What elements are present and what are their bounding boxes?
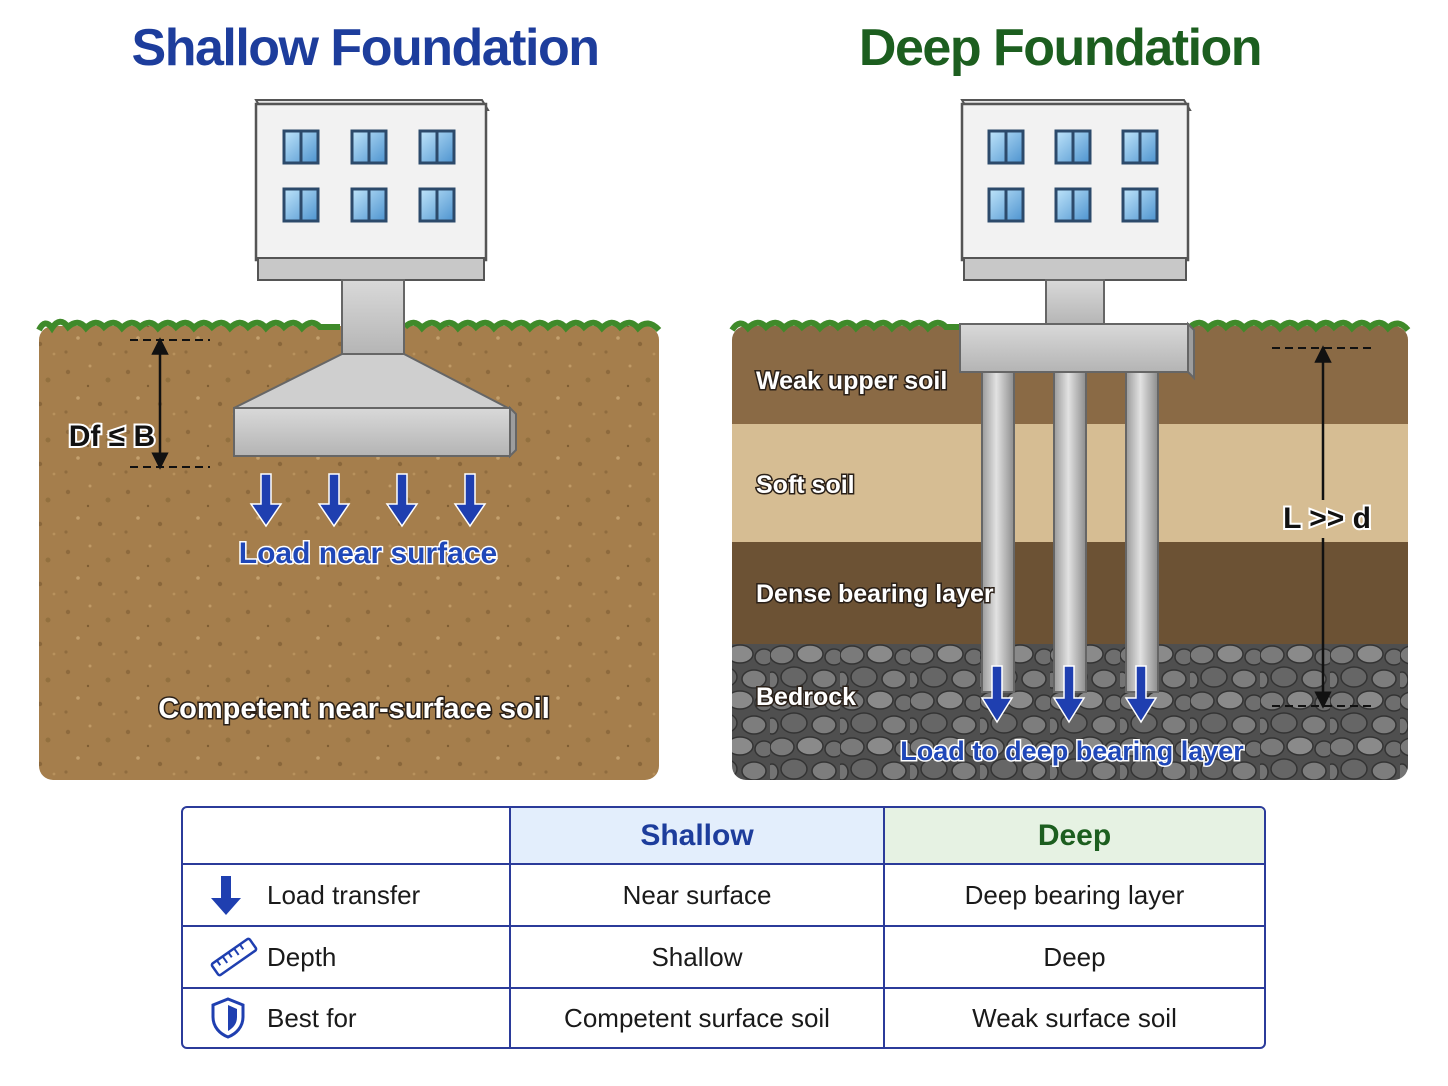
- layer-label-soft-soil: Soft soil: [756, 471, 855, 499]
- layer-label-bedrock: Bedrock: [756, 683, 856, 711]
- shallow-best-for: Competent surface soil: [511, 989, 885, 1047]
- shallow-foundation-title: Shallow Foundation: [131, 19, 600, 77]
- deep-foundation-title: Deep Foundation: [858, 19, 1263, 77]
- table-row: Best for Competent surface soil Weak sur…: [183, 989, 1264, 1047]
- shallow-footing: [233, 279, 517, 459]
- ruler-icon: [209, 935, 267, 979]
- row-label-cell: Load transfer: [183, 865, 511, 925]
- row-label-depth: Depth: [267, 941, 337, 972]
- deep-load-transfer: Deep bearing layer: [964, 879, 1185, 910]
- comparison-table: Shallow Deep Load transfer Near surface …: [181, 806, 1266, 1049]
- deep-best-for: Weak surface soil: [972, 1002, 1177, 1033]
- deep-depth: Deep: [1043, 941, 1106, 972]
- table-header-shallow: Shallow: [511, 808, 885, 863]
- deep-grass: [729, 319, 1411, 333]
- row-label-load-transfer: Load transfer: [267, 879, 421, 910]
- shallow-panel: Df ≤ B Load near surface Competent near-…: [36, 99, 662, 780]
- deep-foundation-piles: [959, 279, 1195, 693]
- pile-length-label: L >> d: [1283, 502, 1371, 535]
- table-header-row: Shallow Deep: [183, 808, 1264, 865]
- table-header-blank: [183, 808, 511, 863]
- shallow-building: [254, 99, 490, 281]
- shallow-grass: [36, 318, 662, 334]
- row-label-cell: Best for: [183, 989, 511, 1047]
- deep-panel: Weak upper soil Soft soil Dense bearing …: [729, 99, 1411, 780]
- shallow-depth: Shallow: [511, 927, 885, 987]
- deep-load-label: Load to deep bearing layer: [900, 736, 1244, 766]
- row-label-cell: Depth: [183, 927, 511, 987]
- shallow-load-label: Load near surface: [239, 537, 497, 570]
- load-arrow-icon: [249, 473, 487, 528]
- down-arrow-icon: [209, 873, 267, 917]
- row-label-best-for: Best for: [267, 1002, 357, 1033]
- deep-building: [960, 99, 1192, 281]
- load-arrow-icon: [980, 665, 1158, 724]
- window-icon: [987, 129, 1159, 223]
- shield-icon: [209, 996, 267, 1040]
- shallow-load-transfer: Near surface: [511, 865, 885, 925]
- depth-dimension-label: Df ≤ B: [69, 420, 155, 453]
- foundation-diagram: Df ≤ B Load near surface Competent near-…: [36, 99, 1411, 780]
- table-row: Load transfer Near surface Deep bearing …: [183, 865, 1264, 927]
- table-row: Depth Shallow Deep: [183, 927, 1264, 989]
- window-icon: [282, 129, 456, 223]
- layer-label-dense-bearing: Dense bearing layer: [756, 580, 994, 608]
- depth-dimension: Df ≤ B: [67, 337, 210, 470]
- pile-length-dimension: L >> d: [1272, 345, 1373, 709]
- table-header-deep: Deep: [885, 808, 1264, 863]
- shallow-soil-label: Competent near-surface soil: [158, 693, 550, 725]
- layer-label-weak-upper-soil: Weak upper soil: [756, 367, 947, 395]
